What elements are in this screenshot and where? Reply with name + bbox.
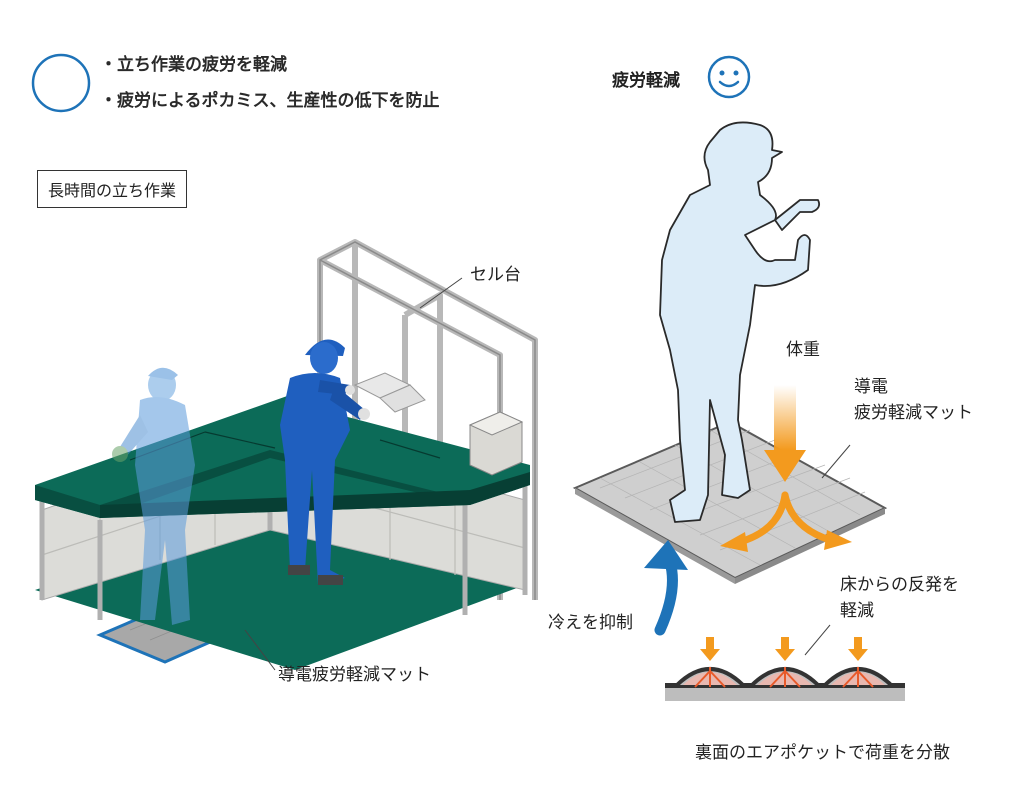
scene-label: 長時間の立ち作業: [37, 170, 188, 208]
load-arrows: [700, 637, 868, 661]
right-mat-label-line1: 導電: [854, 377, 888, 397]
weight-arrow: [764, 385, 806, 482]
legend-bullet-2: ・疲労によるポカミス、生産性の低下を防止: [100, 91, 440, 111]
weight-label: 体重: [786, 340, 820, 360]
air-pocket-cross-section: [665, 637, 905, 701]
cold-suppression-label: 冷えを抑制: [548, 613, 633, 633]
rebound-label-line2: 軽減: [840, 601, 874, 621]
cell-workstation-illustration: [35, 239, 538, 671]
air-pocket-caption: 裏面のエアポケットで荷重を分散: [695, 743, 950, 763]
legend-bullet-1: ・立ち作業の疲労を軽減: [100, 55, 287, 75]
blue-worker: [280, 339, 370, 585]
legend-circle-icon: [31, 53, 91, 113]
right-mat-label-line2: 疲労軽減マット: [854, 403, 973, 423]
smiley-icon: [707, 55, 751, 99]
cell-stand-label: セル台: [470, 265, 521, 285]
spread-arrows: [736, 491, 834, 546]
pressure-arrows: [694, 667, 874, 688]
rebound-label-line1: 床からの反発を: [840, 575, 959, 595]
parts-box: [468, 411, 524, 476]
left-mat-label: 導電疲労軽減マット: [278, 665, 431, 685]
standing-person-silhouette: [659, 121, 821, 523]
fatigue-relief-label: 疲労軽減: [612, 71, 680, 91]
mat-diagram-illustration: [572, 121, 888, 656]
ghost-worker: [112, 367, 195, 625]
cold-suppression-arrow: [644, 540, 688, 636]
